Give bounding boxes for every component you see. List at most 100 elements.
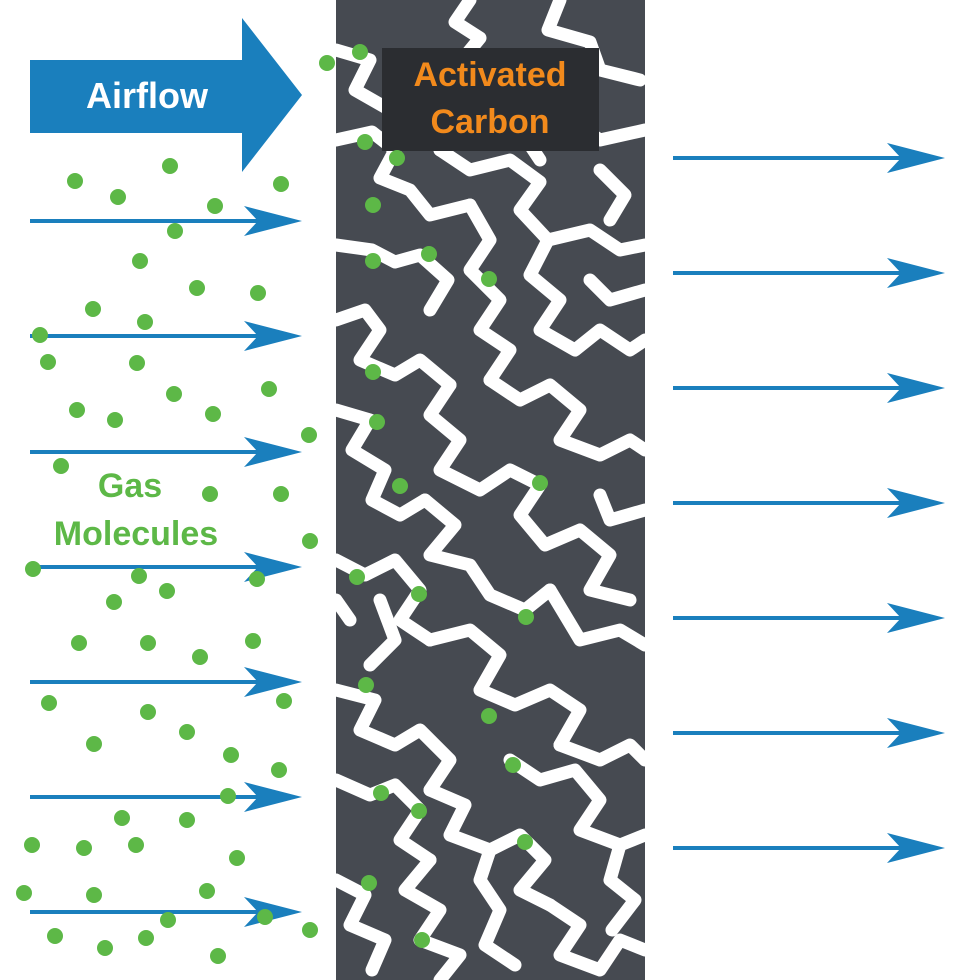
gas-molecule-dot: [179, 724, 195, 740]
airflow-arrow-icon: Airflow: [30, 18, 302, 172]
gas-molecule-dot: [110, 189, 126, 205]
gas-molecule-dot: [517, 834, 533, 850]
gas-molecule-dot: [24, 837, 40, 853]
outgoing-flow-arrows: [673, 143, 945, 863]
right-arrow-icon: [673, 833, 945, 863]
gas-molecule-dot: [137, 314, 153, 330]
gas-molecule-dot: [47, 928, 63, 944]
right-arrow-icon: [30, 321, 302, 351]
gas-molecules-label-line1: Gas: [98, 467, 162, 505]
gas-molecule-dot: [53, 458, 69, 474]
gas-molecule-dot: [411, 803, 427, 819]
gas-molecule-dot: [392, 478, 408, 494]
gas-molecule-dot: [319, 55, 335, 71]
gas-molecule-dot: [349, 569, 365, 585]
gas-molecules-label: Gas Molecules: [54, 467, 218, 553]
gas-molecule-dot: [414, 932, 430, 948]
gas-molecule-dot: [106, 594, 122, 610]
gas-molecule-dot: [86, 887, 102, 903]
gas-molecule-dot: [85, 301, 101, 317]
gas-molecule-dot: [389, 150, 405, 166]
gas-molecules: [16, 44, 548, 964]
gas-molecule-dot: [421, 246, 437, 262]
incoming-flow-arrows: [30, 206, 302, 927]
gas-molecule-dot: [140, 704, 156, 720]
gas-molecule-dot: [192, 649, 208, 665]
gas-molecule-dot: [358, 677, 374, 693]
activated-carbon-label-line2: Carbon: [431, 103, 550, 141]
gas-molecule-dot: [97, 940, 113, 956]
gas-molecule-dot: [138, 930, 154, 946]
gas-molecule-dot: [505, 757, 521, 773]
gas-molecule-dot: [365, 364, 381, 380]
gas-molecule-dot: [223, 747, 239, 763]
gas-molecule-dot: [71, 635, 87, 651]
gas-molecule-dot: [205, 406, 221, 422]
gas-molecule-dot: [276, 693, 292, 709]
gas-molecule-dot: [220, 788, 236, 804]
gas-molecule-dot: [107, 412, 123, 428]
right-arrow-icon: [30, 437, 302, 467]
gas-molecule-dot: [229, 850, 245, 866]
right-arrow-icon: [673, 718, 945, 748]
gas-molecule-dot: [40, 354, 56, 370]
gas-molecule-dot: [245, 633, 261, 649]
activated-carbon-slab: [329, 0, 652, 980]
gas-molecule-dot: [86, 736, 102, 752]
right-arrow-icon: [30, 667, 302, 697]
gas-molecule-dot: [273, 176, 289, 192]
gas-molecule-dot: [140, 635, 156, 651]
gas-molecule-dot: [481, 271, 497, 287]
gas-molecule-dot: [273, 486, 289, 502]
gas-molecule-dot: [481, 708, 497, 724]
gas-molecule-dot: [16, 885, 32, 901]
gas-molecules-label-line2: Molecules: [54, 515, 218, 553]
gas-molecule-dot: [250, 285, 266, 301]
gas-molecule-dot: [373, 785, 389, 801]
gas-molecule-dot: [532, 475, 548, 491]
gas-molecule-dot: [207, 198, 223, 214]
airflow-label: Airflow: [86, 75, 209, 116]
gas-molecule-dot: [261, 381, 277, 397]
activated-carbon-label: Activated Carbon: [382, 48, 599, 151]
gas-molecule-dot: [69, 402, 85, 418]
carbon-pores: [329, 0, 652, 980]
right-arrow-icon: [673, 258, 945, 288]
gas-molecule-dot: [249, 571, 265, 587]
gas-molecule-dot: [357, 134, 373, 150]
gas-molecule-dot: [160, 912, 176, 928]
gas-molecule-dot: [202, 486, 218, 502]
gas-molecule-dot: [518, 609, 534, 625]
gas-molecule-dot: [179, 812, 195, 828]
right-arrow-icon: [673, 603, 945, 633]
gas-molecule-dot: [189, 280, 205, 296]
gas-molecule-dot: [365, 197, 381, 213]
gas-molecule-dot: [129, 355, 145, 371]
gas-molecule-dot: [41, 695, 57, 711]
gas-molecule-dot: [131, 568, 147, 584]
gas-molecule-dot: [199, 883, 215, 899]
gas-molecule-dot: [114, 810, 130, 826]
gas-molecule-dot: [210, 948, 226, 964]
gas-molecule-dot: [159, 583, 175, 599]
gas-molecule-dot: [361, 875, 377, 891]
gas-molecule-dot: [162, 158, 178, 174]
gas-molecule-dot: [365, 253, 381, 269]
gas-molecule-dot: [167, 223, 183, 239]
gas-molecule-dot: [32, 327, 48, 343]
activated-carbon-label-line1: Activated: [413, 56, 566, 94]
gas-molecule-dot: [132, 253, 148, 269]
right-arrow-icon: [673, 488, 945, 518]
right-arrow-icon: [673, 373, 945, 403]
right-arrow-icon: [30, 206, 302, 236]
gas-molecule-dot: [302, 922, 318, 938]
right-arrow-icon: [673, 143, 945, 173]
gas-molecule-dot: [411, 586, 427, 602]
gas-molecule-dot: [67, 173, 83, 189]
gas-molecule-dot: [271, 762, 287, 778]
right-arrow-icon: [30, 782, 302, 812]
gas-molecule-dot: [302, 533, 318, 549]
gas-molecule-dot: [257, 909, 273, 925]
gas-molecule-dot: [25, 561, 41, 577]
